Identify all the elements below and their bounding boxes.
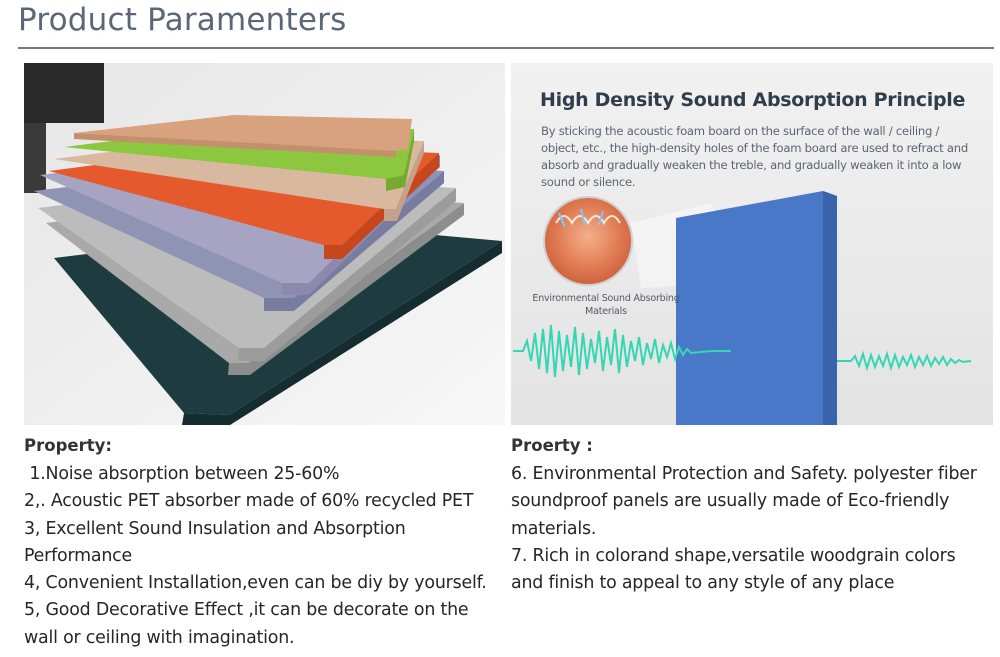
acoustic-panel-icon — [676, 191, 837, 425]
list-item: 2,. Acoustic PET absorber made of 60% re… — [24, 491, 474, 512]
list-item: 1.Noise absorption between 25-60% — [24, 464, 340, 484]
foam-closeup-icon — [543, 196, 633, 286]
property-heading-right: Proerty : — [511, 436, 593, 455]
stacked-panels-image — [24, 63, 505, 425]
title-divider — [18, 47, 994, 49]
sound-wave-icon — [513, 324, 972, 378]
diagram-illustration — [511, 63, 993, 425]
list-item: 3, Excellent Sound Insulation and Absorp… — [24, 518, 406, 566]
list-item: 7. Rich in colorand shape,versatile wood… — [511, 545, 956, 594]
property-column-right: Proerty : 6. Environmental Protection an… — [511, 432, 981, 597]
product-photo — [24, 63, 505, 425]
sound-absorption-diagram: High Density Sound Absorption Principle … — [511, 63, 993, 425]
list-item: 4, Convenient Installation,even can be d… — [24, 573, 487, 594]
list-item: 6. Environmental Protection and Safety. … — [511, 464, 977, 539]
diagram-heading: High Density Sound Absorption Principle — [540, 89, 966, 111]
property-heading-left: Property: — [24, 436, 112, 455]
diagram-caption: Environmental Sound Absorbing Materials — [532, 293, 680, 317]
property-list-right: 6. Environmental Protection and Safety. … — [511, 461, 981, 597]
property-list-left: 1.Noise absorption between 25-60% 2,. Ac… — [24, 461, 504, 652]
list-item: 5, Good Decorative Effect ,it can be dec… — [24, 600, 469, 648]
property-column-left: Property: 1.Noise absorption between 25-… — [24, 432, 504, 652]
page-title: Product Paramenters — [18, 2, 347, 38]
diagram-description: By sticking the acoustic foam board on t… — [541, 124, 968, 189]
